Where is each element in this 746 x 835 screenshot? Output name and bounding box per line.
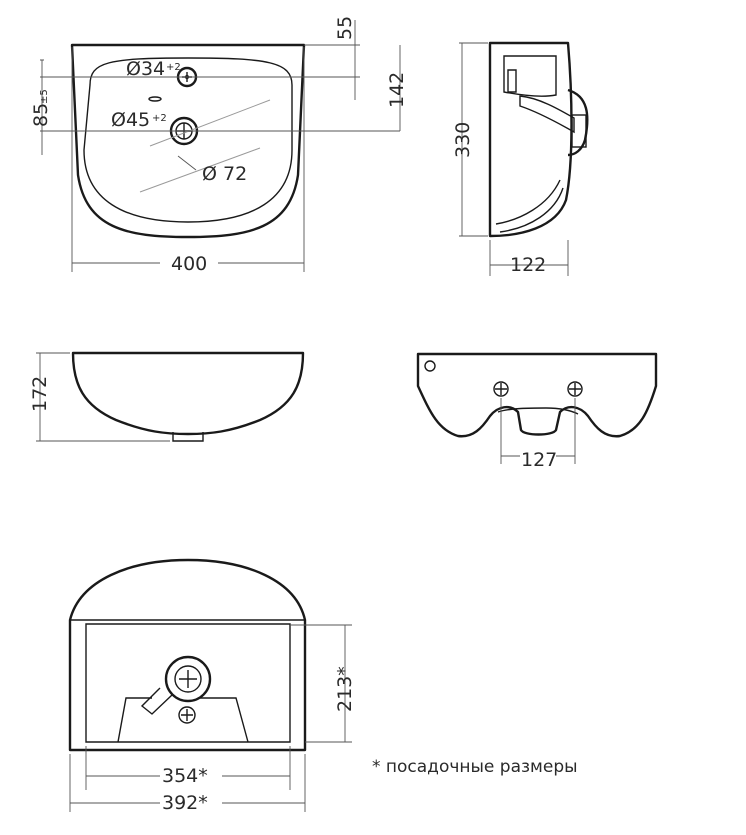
front-view: 172 bbox=[29, 351, 305, 442]
dim-tap-hole-tol: +2 bbox=[166, 62, 181, 73]
top-view: 400 55 142 85 ±5 Ø34 +2 Ø45 +2 Ø 72 bbox=[30, 16, 408, 275]
dim-mount-354: 354* bbox=[162, 765, 208, 787]
dim-bowl-72: Ø 72 bbox=[202, 163, 247, 185]
dim-tap-hole-dia: Ø34 bbox=[126, 58, 165, 80]
dim-tap-drain-85: 85 bbox=[30, 103, 52, 127]
dim-depth-330: 330 bbox=[452, 122, 474, 158]
mount-hole-right-icon bbox=[567, 381, 583, 397]
dim-top-55: 55 bbox=[334, 16, 356, 40]
outlet-icon bbox=[164, 655, 212, 703]
dim-mount-392: 392* bbox=[162, 792, 208, 814]
back-view: 127 bbox=[416, 352, 658, 471]
dim-width-400: 400 bbox=[171, 253, 207, 275]
dim-mount-213: 213* bbox=[334, 666, 356, 712]
dim-tap-drain-tol: ±5 bbox=[39, 89, 50, 104]
side-view: 330 122 bbox=[452, 41, 589, 276]
dim-drain-142: 142 bbox=[386, 72, 408, 108]
footnote: * посадочные размеры bbox=[372, 757, 578, 777]
dim-depth-122: 122 bbox=[510, 254, 546, 276]
mount-hole-left-icon bbox=[493, 381, 509, 397]
dim-height-172: 172 bbox=[29, 376, 51, 412]
dim-mount-127: 127 bbox=[521, 449, 557, 471]
dim-drain-hole-tol: +2 bbox=[152, 113, 167, 124]
dim-drain-hole-dia: Ø45 bbox=[111, 109, 150, 131]
bottom-view: 213* 354* 392* bbox=[68, 558, 356, 814]
